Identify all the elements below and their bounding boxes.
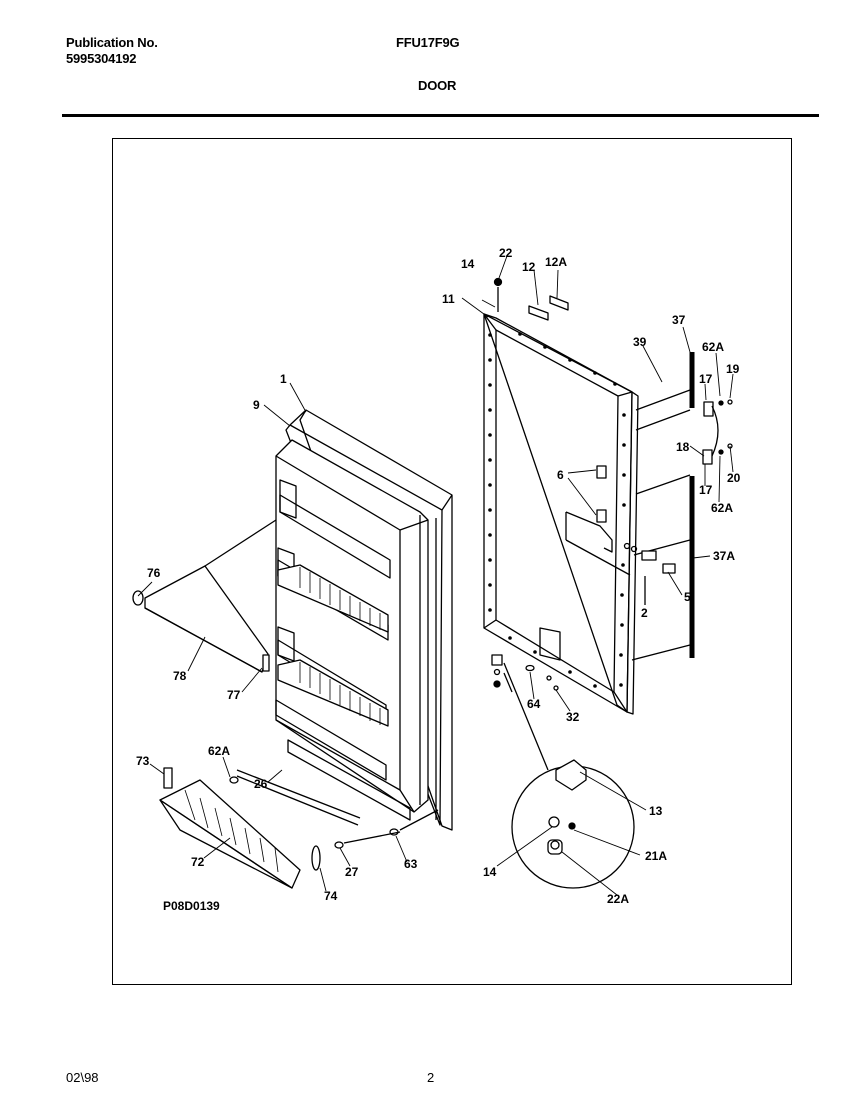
callout-18: 18: [676, 440, 690, 454]
callout-1: 1: [280, 372, 287, 386]
callout-62A-mid: 62A: [711, 501, 733, 515]
footer-date: 02\98: [66, 1070, 99, 1085]
callout-37A: 37A: [713, 549, 735, 563]
callout-63: 63: [404, 857, 418, 871]
door-basket: [159, 779, 301, 889]
diagram-frame: [112, 138, 792, 985]
section-title: DOOR: [418, 78, 457, 93]
callout-64: 64: [527, 697, 541, 711]
callout-9: 9: [253, 398, 260, 412]
callout-78: 78: [173, 669, 187, 683]
callout-2: 2: [641, 606, 648, 620]
callout-6: 6: [557, 468, 564, 482]
callout-11: 11: [442, 292, 455, 306]
outer-door-panel: [483, 313, 639, 715]
callout-73: 73: [136, 754, 150, 768]
callout-77: 77: [227, 688, 241, 702]
model-number: FFU17F9G: [396, 35, 460, 50]
hinge-plate-small: [549, 295, 569, 311]
callout-26: 26: [254, 777, 268, 791]
callout-19: 19: [726, 362, 740, 376]
callout-76: 76: [147, 566, 161, 580]
callout-37: 37: [672, 313, 686, 327]
drawing-code: P08D0139: [163, 899, 220, 913]
callout-74: 74: [324, 889, 338, 903]
callout-27: 27: [345, 865, 359, 879]
callout-22A: 22A: [607, 892, 629, 906]
callout-32: 32: [566, 710, 580, 724]
callout-13: 13: [649, 804, 663, 818]
callout-12A: 12A: [545, 255, 567, 269]
callout-14-detail: 14: [483, 865, 497, 879]
callout-62A-top: 62A: [702, 340, 724, 354]
callout-17-bottom: 17: [699, 483, 713, 497]
callout-17-top: 17: [699, 372, 713, 386]
callout-72: 72: [191, 855, 205, 869]
callout-20: 20: [727, 471, 741, 485]
callout-21A: 21A: [645, 849, 667, 863]
hinge-plate: [528, 305, 549, 321]
publication-label: Publication No.: [66, 35, 158, 50]
callout-22: 22: [499, 246, 513, 260]
door-shelf: [144, 565, 269, 673]
callout-12: 12: [522, 260, 536, 274]
page-number: 2: [427, 1070, 435, 1085]
inner-door-liner: [275, 409, 453, 831]
header-rule: [62, 114, 819, 117]
publication-number: 5995304192: [66, 51, 137, 66]
callout-39: 39: [633, 335, 647, 349]
callout-62A-left: 62A: [208, 744, 230, 758]
callout-14-top: 14: [461, 257, 475, 271]
callout-5: 5: [684, 590, 691, 604]
